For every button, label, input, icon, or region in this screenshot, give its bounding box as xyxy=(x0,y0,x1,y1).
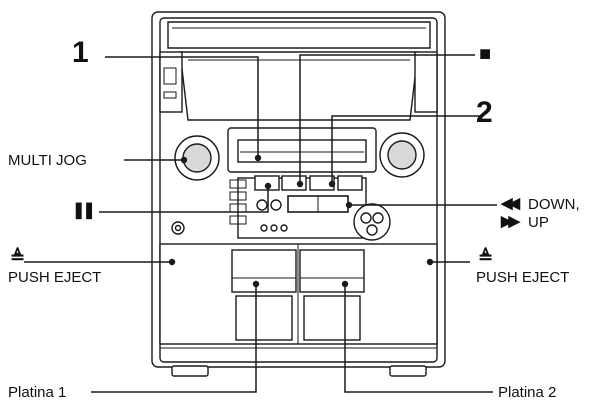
stereo-cabinet xyxy=(151,11,446,377)
up-label: UP xyxy=(528,214,549,231)
leader-deck-1 xyxy=(91,284,257,393)
leader-2 xyxy=(331,115,482,184)
stop-symbol: ■ xyxy=(479,43,492,65)
leader-1 xyxy=(105,56,259,158)
eject-icon-right: ≜ xyxy=(478,247,494,267)
multi-jog-label: MULTI JOG xyxy=(8,152,87,169)
leader-pause xyxy=(99,186,269,213)
pause-symbol: ❚❚ xyxy=(72,202,96,219)
callout-leaders xyxy=(24,54,497,393)
leader-deck-2 xyxy=(344,284,493,393)
leader-stop xyxy=(299,54,475,184)
callout-number-2: 2 xyxy=(476,96,493,129)
deck-1-label: Platina 1 xyxy=(8,384,67,401)
down-label: DOWN, xyxy=(528,196,580,213)
push-eject-right-label: PUSH EJECT xyxy=(476,269,570,286)
rewind-icon: ◀◀ xyxy=(501,195,520,212)
fast-forward-icon: ▶▶ xyxy=(501,213,520,230)
eject-icon-left: ≜ xyxy=(10,247,26,267)
deck-2-label: Platina 2 xyxy=(498,384,557,401)
push-eject-left-label: PUSH EJECT xyxy=(8,269,102,286)
callout-number-1: 1 xyxy=(72,36,89,69)
